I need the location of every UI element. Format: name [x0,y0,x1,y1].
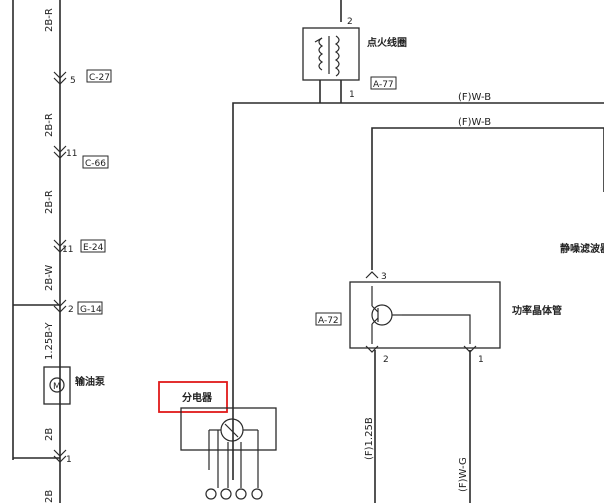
connector-e24-symbol [53,239,67,253]
wire-label-f125b: (F)1.25B [364,417,375,460]
wire-label-2bw: 2B-W [44,265,55,291]
connector-label-e24: E-24 [83,243,104,253]
pin-e24: 11 [62,245,73,255]
connector-c27-symbol [53,71,67,85]
connector-tag-g14 [77,301,103,315]
connector-tag-c27 [86,69,112,83]
noise-filter-label: 静噪滤波器 [560,242,604,255]
pin-bottom-left: 1 [66,455,72,465]
pt-left-chevron [365,345,379,353]
connector-tag-c66 [82,155,109,169]
pt-top-chevron [365,271,379,279]
connector-label-a72: A-72 [318,316,339,326]
fuel-pump: M [43,366,71,405]
wire-label-2br-top: 2B-R [44,8,55,32]
pin-c27: 5 [70,76,76,86]
pin-g14: 2 [68,305,74,315]
pin-pt-top: 3 [381,272,387,282]
pin-pt-right: 1 [478,355,484,365]
connector-tag-a72 [315,312,342,326]
connector-g14-symbol [53,299,67,313]
connector-c66-symbol [53,145,67,159]
fuel-pump-label: 输油泵 [75,375,106,388]
distributor-label-highlight [158,381,228,413]
power-transistor-label: 功率晶体管 [512,304,562,317]
ignition-coil-label: 点火线圈 [367,36,407,49]
power-transistor [349,281,501,349]
wire-label-2b: 2B [44,428,55,441]
ignition-coil [302,27,360,81]
wire-label-fwb-upper: (F)W-B [458,92,491,103]
wire-label-2br-mid2: 2B-R [44,190,55,214]
pin-coil-bottom: 1 [349,90,355,100]
distributor-label: 分电器 [182,391,213,404]
pin-pt-left: 2 [383,355,389,365]
connector-tag-a77 [370,76,397,90]
connector-label-g14: G-14 [80,305,102,315]
distributor [180,407,277,500]
pin-c66: 11 [66,149,77,159]
wire-label-fwg: (F)W-G [458,457,469,492]
svg-text:M: M [53,382,61,392]
wire-fwb-lower [371,127,604,270]
wire-fwb-upper [232,102,604,480]
connector-label-c66: C-66 [85,159,106,169]
connector-tag-e24 [80,239,106,253]
pin-coil-top: 2 [347,17,353,27]
wire-label-2br-mid1: 2B-R [44,113,55,137]
wire-label-125by: 1.25B-Y [44,321,55,360]
wire-label-fwb-lower: (F)W-B [458,117,491,128]
connector-label-a77: A-77 [373,80,394,90]
wire-label-2b-bottom: 2B [44,490,55,503]
connector-label-c27: C-27 [89,73,110,83]
